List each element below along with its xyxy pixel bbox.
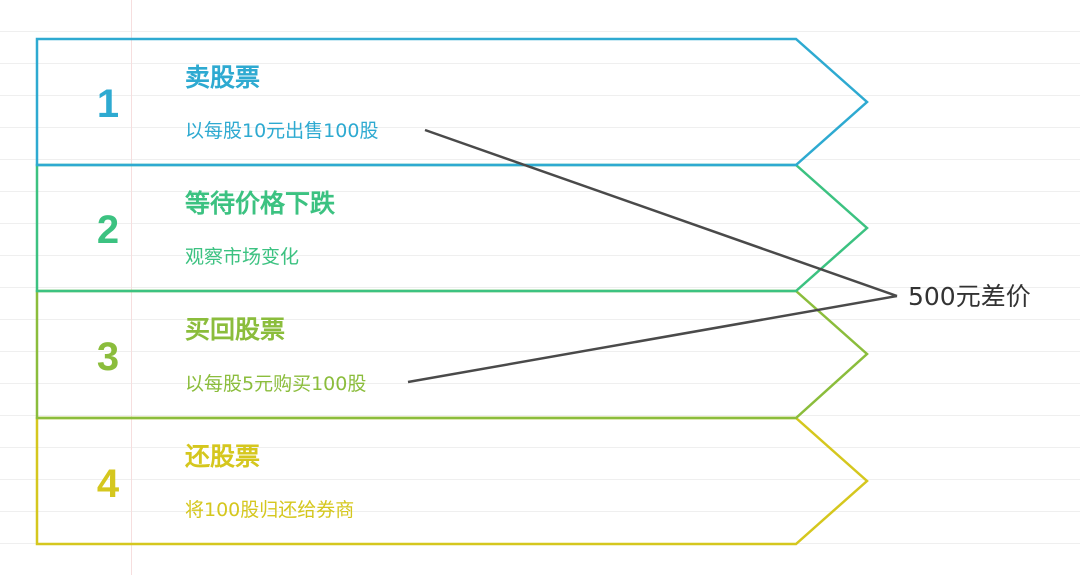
notebook-margin-line — [131, 0, 132, 575]
step-1-description: 以每股10元出售100股 — [185, 120, 379, 142]
step-1-number: 1 — [96, 82, 120, 126]
sell-price-connector-line — [424, 128, 898, 298]
step-3-arrow-box — [35, 289, 869, 420]
step-4-number: 4 — [96, 462, 120, 506]
price-difference-label: 500元差价 — [908, 282, 1031, 311]
step-2-number: 2 — [96, 208, 120, 252]
step-2-title: 等待价格下跌 — [185, 189, 336, 218]
step-2-description: 观察市场变化 — [185, 246, 300, 268]
step-1-title: 卖股票 — [185, 63, 261, 92]
step-3-number: 3 — [96, 335, 120, 379]
step-3-description: 以每股5元购买100股 — [185, 373, 367, 395]
step-2-arrow-box — [35, 163, 869, 293]
step-4-arrow-box — [35, 416, 869, 546]
step-4-description: 将100股归还给券商 — [185, 499, 355, 521]
buy-price-connector-line — [407, 294, 898, 384]
step-1-arrow-box — [35, 37, 869, 167]
step-4-title: 还股票 — [185, 442, 261, 471]
step-3-title: 买回股票 — [185, 315, 286, 344]
